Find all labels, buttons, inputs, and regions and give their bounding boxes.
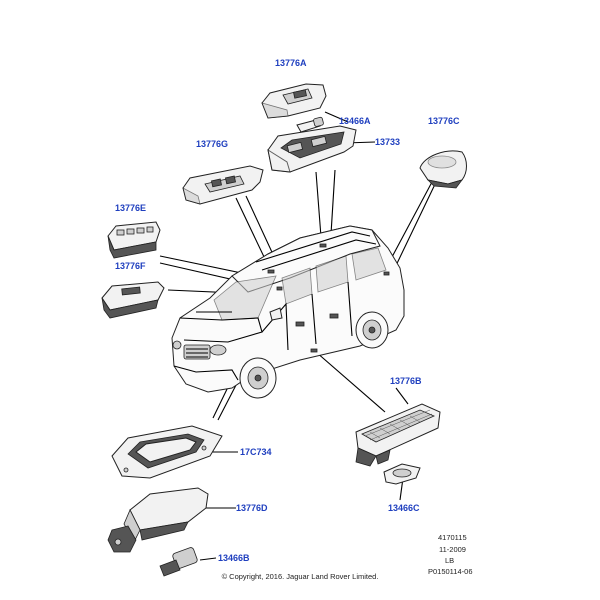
part-17c734-bezel — [111, 425, 223, 479]
drawing-code: LB — [445, 556, 455, 565]
part-13776a-switch — [261, 83, 327, 119]
part-13776b-lamp — [355, 403, 441, 467]
callout-13733[interactable]: 13733 — [375, 137, 401, 147]
drawing-reference: P0150114-06 — [428, 567, 473, 576]
part-13466c-bulb — [383, 463, 421, 485]
part-13776g-switch — [182, 165, 264, 205]
callout-13776a[interactable]: 13776A — [275, 58, 307, 68]
callout-13776e[interactable]: 13776E — [115, 203, 147, 213]
callout-13776c[interactable]: 13776C — [428, 116, 460, 126]
vehicle-outline — [171, 225, 405, 399]
drawing-date: 11-2009 — [439, 545, 466, 554]
drawing-number: 4170115 — [438, 533, 467, 542]
callout-13776f[interactable]: 13776F — [115, 261, 146, 271]
part-13776f-switch — [101, 281, 165, 319]
part-13776d-lamp — [107, 487, 209, 553]
callout-13466a[interactable]: 13466A — [339, 116, 371, 126]
callout-13776g[interactable]: 13776G — [196, 139, 229, 149]
callout-13776d[interactable]: 13776D — [236, 503, 268, 513]
part-13466b-bulb — [159, 547, 198, 577]
part-13776e-switch — [107, 221, 161, 259]
callout-13466b[interactable]: 13466B — [218, 553, 250, 563]
callout-13776b[interactable]: 13776B — [390, 376, 422, 386]
callout-13466c[interactable]: 13466C — [388, 503, 420, 513]
callout-17c734[interactable]: 17C734 — [240, 447, 272, 457]
part-13466a-bulb — [296, 116, 324, 133]
copyright-notice: © Copyright, 2016. Jaguar Land Rover Lim… — [221, 572, 379, 581]
part-13776c-cap — [419, 150, 467, 189]
part-13733-housing — [267, 125, 357, 173]
